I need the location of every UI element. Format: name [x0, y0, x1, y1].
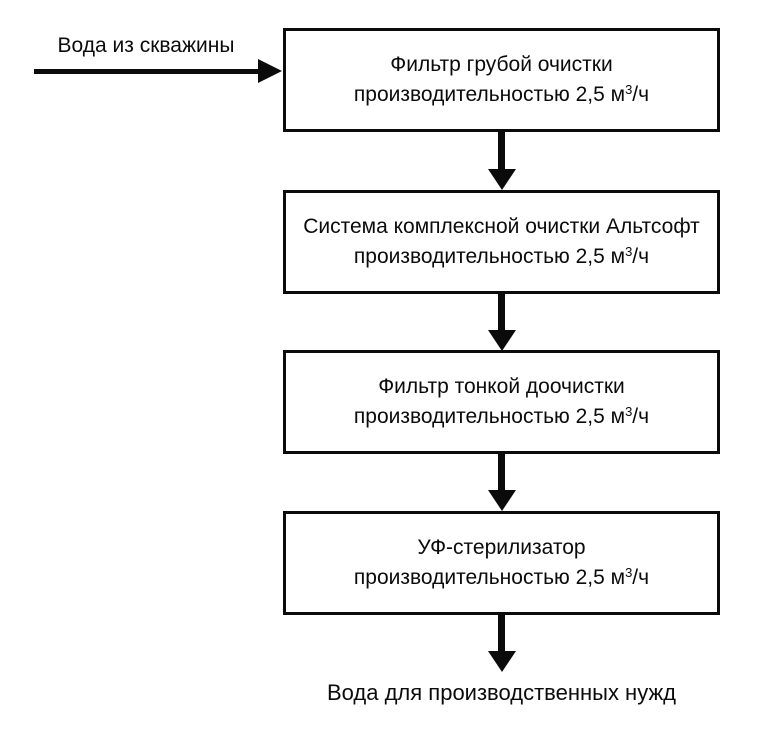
capacity-suffix: /ч — [632, 83, 650, 106]
stage-capacity: производительностью 2,5 м3/ч — [354, 402, 649, 432]
capacity-prefix: производительностью 2,5 м — [353, 245, 626, 268]
capacity-superscript: 3 — [625, 404, 633, 419]
capacity-prefix: производительностью 2,5 м — [353, 566, 626, 589]
input-arrow-right-icon — [258, 59, 282, 83]
connector-arrow-stem-3 — [498, 453, 505, 490]
capacity-superscript: 3 — [625, 565, 633, 580]
stage-name: Фильтр грубой очистки — [390, 53, 613, 76]
connector-arrow-stem-2 — [498, 293, 505, 330]
connector-arrow-down-icon-3 — [487, 490, 516, 511]
stage-name: Фильтр тонкой доочистки — [378, 375, 625, 398]
stage-box-uv-sterilizer: УФ-стерилизатор производительностью 2,5 … — [283, 511, 720, 615]
capacity-superscript: 3 — [625, 244, 633, 259]
capacity-suffix: /ч — [632, 405, 650, 428]
stage-capacity: производительностью 2,5 м3/ч — [354, 242, 649, 272]
source-label: Вода из скважины — [57, 34, 235, 57]
capacity-prefix: производительностью 2,5 м — [353, 405, 626, 428]
stage-box-complex-treatment: Система комплексной очистки Альтсофт про… — [283, 190, 720, 294]
capacity-suffix: /ч — [632, 245, 650, 268]
connector-arrow-down-icon-2 — [487, 330, 516, 351]
stage-box-fine-filter: Фильтр тонкой доочистки производительнос… — [283, 350, 720, 454]
output-arrow-stem — [498, 614, 505, 651]
stage-capacity: производительностью 2,5 м3/ч — [354, 563, 649, 593]
input-arrow-stem — [34, 69, 262, 74]
capacity-suffix: /ч — [632, 566, 650, 589]
capacity-superscript: 3 — [625, 82, 633, 97]
stage-capacity: производительностью 2,5 м3/ч — [354, 80, 649, 110]
output-arrow-down-icon — [487, 651, 516, 672]
stage-name: УФ-стерилизатор — [417, 536, 586, 559]
connector-arrow-down-icon-1 — [487, 169, 516, 190]
stage-name: Система комплексной очистки Альтсофт — [303, 215, 700, 238]
stage-box-coarse-filter: Фильтр грубой очистки производительность… — [283, 28, 720, 132]
capacity-prefix: производительностью 2,5 м — [353, 83, 626, 106]
connector-arrow-stem-1 — [498, 131, 505, 169]
sink-label: Вода для производственных нужд — [326, 680, 677, 705]
